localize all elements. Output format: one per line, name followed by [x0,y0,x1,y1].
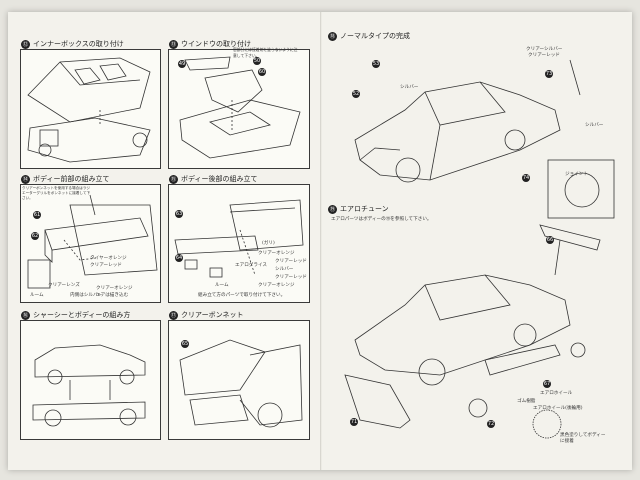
part-tag: 64 [175,254,183,262]
window-tip-note: 窓部分には接着剤を塗らないように注意して下さい。 [233,47,298,58]
part-tag: 71 [350,418,358,426]
normal-label: シルバー [585,123,604,128]
step-number: ⑮ [169,174,178,184]
front-label: クリアーレンズ [48,283,80,288]
step-title-text: シャーシーとボディーの組み方 [33,311,131,319]
step-number: ⑬ [169,39,178,49]
window-body-drawing [179,56,301,159]
step-title-text: インナーボックスの取り付け [33,40,124,48]
aero-intro: エアロパーツはボディーの⑲を参照して下さい。 [331,217,432,222]
rear-label: クリアーレッド [275,259,307,264]
part-tag: 61 [33,211,41,219]
step-title-text: エアロチューン [340,205,389,213]
aero-label: エアロホイール(後輪用) [533,406,583,411]
step-title-text: ボディー前部の組み立て [33,175,110,183]
clear-bonnet-drawing [179,339,303,428]
normal-car-drawing [354,59,615,219]
part-tag: 50 [253,57,261,65]
part-tag: 66 [546,236,554,244]
front-label: クリアーオレンジ [96,286,133,291]
front-label: エアは描き込む [96,293,129,298]
normal-label: クリアーシルバー [526,47,563,52]
aero-car-drawing [344,224,601,439]
rear-assembly-drawing [174,199,304,278]
part-tag: 62 [31,232,39,240]
part-tag: 67 [543,380,551,388]
chassis-body-drawing [32,344,146,427]
part-tag: 65 [181,340,189,348]
step-number: ⑲ [328,204,337,214]
aero-label: エアロホイール [540,391,573,396]
step-14-panel [20,184,161,303]
normal-label: シルバー [400,85,419,90]
step-number: ⑫ [21,39,30,49]
step-number: ⑰ [169,310,178,320]
step-title-text: ウインドウの取り付け [181,40,251,48]
step-number: ⑯ [21,310,30,320]
front-label: タイヤーオレンジ [90,256,127,261]
rear-label: クリアーオレンジ [258,283,295,288]
part-tag: 63 [175,210,183,218]
rear-label: クリアーオレンジ [258,251,295,256]
step-17-panel [168,320,310,440]
front-label: 内側はシルバー [70,293,103,298]
rear-label: 組み立て方のパーツで取り付けて下さい。 [198,293,286,298]
rear-label: エアログライス [235,263,268,268]
normal-label: ジョイント [565,172,588,177]
front-assembly-drawing [27,194,158,289]
front-label: クリアーレッド [90,263,122,268]
rear-label: クリアーレッド [275,275,307,280]
aero-label: 黒色塗りしてボディーに接着 [560,433,606,444]
part-tag: 73 [545,70,553,78]
rear-label: シルバー [275,267,294,272]
step-title-text: ノーマルタイプの完成 [340,32,410,40]
part-tag: 49 [178,60,186,68]
front-note: クリアーボンネットを使用する場合はラジエーターグリルをボンネットに接着して下さい… [22,186,91,200]
part-tag: 72 [487,420,495,428]
rear-label: ルーム [215,283,229,288]
step-number: ⑱ [328,31,337,41]
part-tag: 53 [372,60,380,68]
aero-label: ゴム樹脂 [517,399,536,404]
part-tag: 60 [258,68,266,76]
part-tag: 74 [522,174,530,182]
step-number: ⑭ [21,174,30,184]
interior-tub-drawing [27,57,151,163]
step-title-text: ボディー後部の組み立て [181,175,258,183]
normal-label: クリアーレッド [528,53,560,58]
front-label: ルーム [30,293,44,298]
step-15-panel [168,184,310,303]
rear-label: (ガリ) [262,241,275,246]
step-title-text: クリアーボンネット [181,311,244,319]
part-tag: 52 [352,90,360,98]
center-fold [320,12,322,470]
